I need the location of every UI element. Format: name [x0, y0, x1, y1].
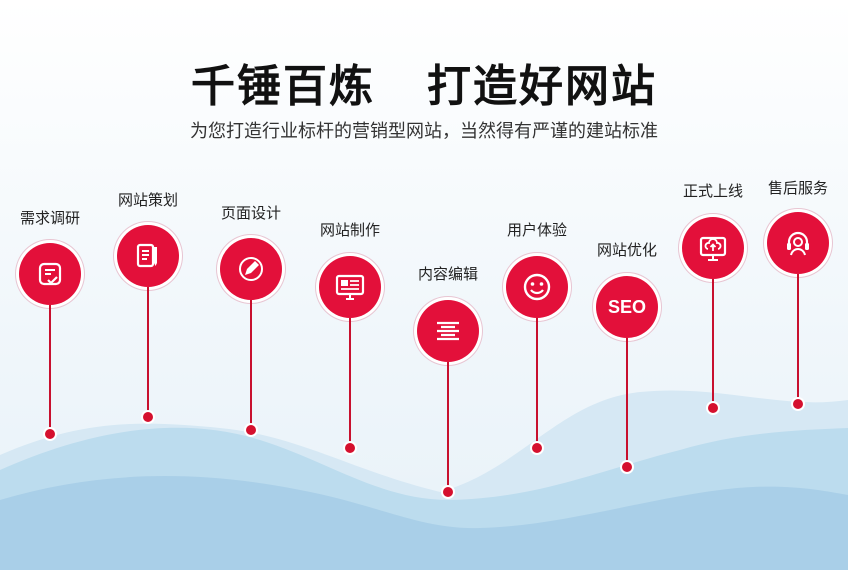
- connector-line: [147, 287, 149, 415]
- connector-line: [712, 279, 714, 405]
- step-label: 售后服务: [767, 179, 828, 197]
- connector-dot: [345, 443, 355, 453]
- connector-dot: [246, 425, 256, 435]
- pencil-icon: [220, 238, 282, 300]
- seo-text: SEO: [607, 296, 646, 317]
- align-lines-icon: [417, 300, 479, 362]
- seo-icon: SEO: [596, 276, 658, 338]
- connector-line: [49, 305, 51, 433]
- connector-dot: [793, 399, 803, 409]
- checklist-icon: [19, 243, 81, 305]
- connector-line: [797, 274, 799, 400]
- step-label: 需求调研: [19, 209, 80, 227]
- step-label: 网站优化: [596, 241, 657, 259]
- step-label: 正式上线: [682, 182, 743, 200]
- connector-dot: [45, 429, 55, 439]
- step-label: 用户体验: [506, 221, 567, 239]
- connector-line: [447, 362, 449, 488]
- page-title: 千锤百炼 打造好网站: [191, 61, 657, 112]
- step-label: 内容编辑: [417, 265, 478, 283]
- connector-dot: [443, 487, 453, 497]
- cloud-upload-monitor-icon: [682, 217, 744, 279]
- connector-dot: [622, 462, 632, 472]
- step-label: 网站制作: [319, 221, 380, 239]
- connector-line: [349, 318, 351, 444]
- monitor-icon: [319, 256, 381, 318]
- connector-line: [250, 300, 252, 426]
- connector-line: [626, 338, 628, 464]
- connector-dot: [143, 412, 153, 422]
- step-label: 网站策划: [117, 191, 178, 209]
- notepad-pen-icon: [117, 225, 179, 287]
- connector-line: [536, 318, 538, 444]
- connector-dot: [708, 403, 718, 413]
- connector-dot: [532, 443, 542, 453]
- page-subtitle: 为您打造行业标杆的营销型网站，当然得有严谨的建站标准: [190, 121, 658, 142]
- smiley-icon: [506, 256, 568, 318]
- step-label: 页面设计: [220, 204, 281, 222]
- headset-icon: [767, 212, 829, 274]
